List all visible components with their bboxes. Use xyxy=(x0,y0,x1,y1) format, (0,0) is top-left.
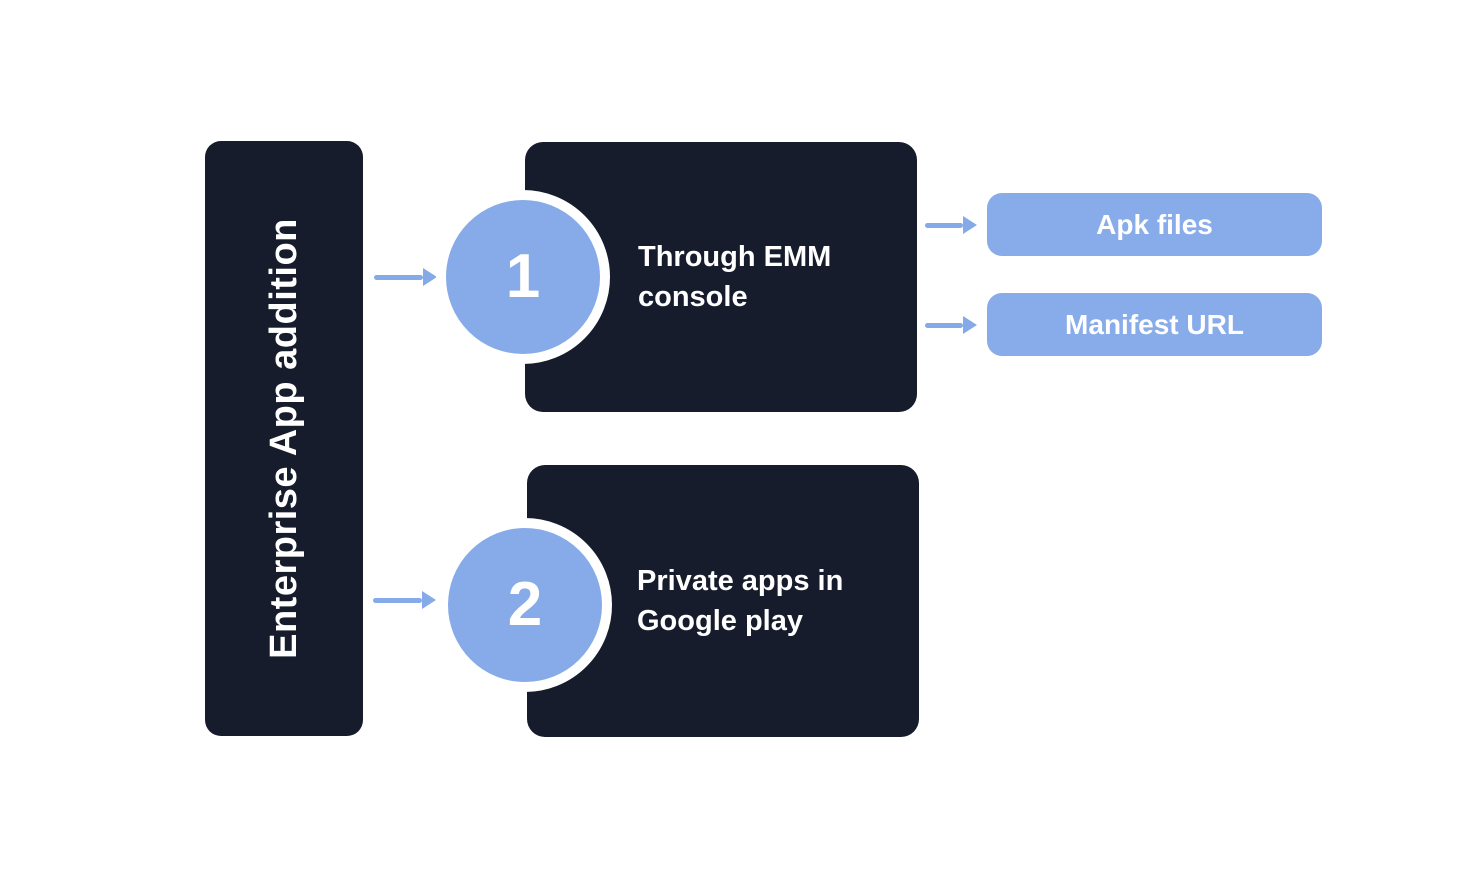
arrow-shaft xyxy=(373,597,422,603)
step1-number: 1 xyxy=(505,242,541,311)
arrow-root-to-step2 xyxy=(373,591,436,609)
arrow-head-icon xyxy=(422,591,436,609)
arrow-step1-to-manifest-url xyxy=(925,316,977,334)
step2-number-badge: 2 xyxy=(438,518,612,692)
step1-number-badge: 1 xyxy=(436,190,610,364)
arrow-root-to-step1 xyxy=(374,268,437,286)
output-pill-manifest-url-label: Manifest URL xyxy=(1065,308,1244,340)
arrow-shaft xyxy=(925,222,963,228)
step2-title: Private apps in Google play xyxy=(637,564,844,637)
root-node-label: Enterprise App addition xyxy=(262,218,305,659)
arrow-shaft xyxy=(925,322,963,328)
output-pill-manifest-url: Manifest URL xyxy=(987,293,1322,356)
step2-card: Private apps in Google play xyxy=(527,465,919,737)
arrow-shaft xyxy=(374,274,423,280)
step2-number: 2 xyxy=(507,570,543,639)
arrow-head-icon xyxy=(963,216,977,234)
arrow-step1-to-apk-files xyxy=(925,216,977,234)
output-pill-apk-files-label: Apk files xyxy=(1096,208,1213,240)
arrow-head-icon xyxy=(423,268,437,286)
root-node: Enterprise App addition xyxy=(205,141,363,736)
arrow-head-icon xyxy=(963,316,977,334)
output-pill-apk-files: Apk files xyxy=(987,193,1322,256)
step1-title: Through EMM console xyxy=(638,240,832,313)
